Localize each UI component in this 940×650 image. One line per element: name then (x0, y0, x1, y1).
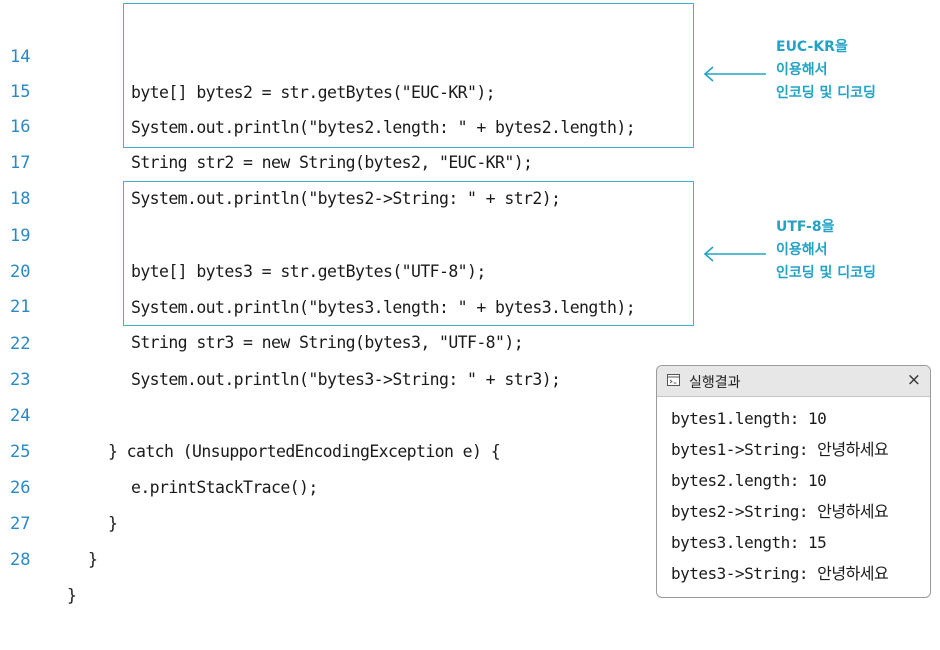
code-line: 25 e.printStackTrace(); (0, 398, 318, 497)
output-line: bytes1->String: 안녕하세요 (671, 440, 889, 459)
line-number: 15 (10, 82, 31, 102)
annotation-line: EUC-KR을 (776, 39, 848, 55)
code-text: System.out.println("bytes2.length: " + b… (131, 118, 636, 137)
output-line: bytes2.length: 10 (671, 471, 827, 490)
code-text: } catch (UnsupportedEncodingException e)… (108, 442, 501, 461)
line-number: 22 (10, 334, 31, 354)
utf-8-annotation: UTF-8을 이용해서 인코딩 및 디코딩 (776, 216, 876, 285)
line-number: 24 (10, 406, 31, 426)
code-text: System.out.println("bytes3->String: " + … (131, 370, 561, 389)
line-number: 27 (10, 514, 31, 534)
code-text: } (67, 586, 77, 605)
code-line: 22 System.out.println("bytes3->String: "… (0, 290, 561, 389)
line-number: 14 (10, 47, 31, 67)
output-line: bytes3->String: 안녕하세요 (671, 564, 889, 583)
output-line: bytes3.length: 15 (671, 533, 827, 552)
code-line: 27 } (0, 470, 98, 569)
code-line: 23 (0, 326, 41, 390)
line-number: 25 (10, 442, 31, 462)
line-number: 16 (10, 117, 31, 137)
utf-8-highlight-box (123, 181, 694, 326)
line-number: 18 (10, 189, 31, 209)
code-line: 28 } (0, 506, 77, 605)
code-line: 18 (0, 145, 41, 209)
line-number: 20 (10, 262, 31, 282)
close-icon[interactable]: × (906, 370, 921, 390)
annotation-line: 인코딩 및 디코딩 (776, 85, 876, 101)
code-line: 14 byte[] bytes2 = str.getBytes("EUC-KR"… (0, 3, 496, 102)
line-number: 21 (10, 297, 31, 317)
arrow-left-icon (703, 246, 766, 262)
line-number: 28 (10, 550, 31, 570)
euc-kr-annotation: EUC-KR을 이용해서 인코딩 및 디코딩 (776, 36, 876, 105)
code-line: 15 System.out.println("bytes2.length: " … (0, 38, 636, 137)
line-number: 26 (10, 478, 31, 498)
code-line: 24 } catch (UnsupportedEncodingException… (0, 362, 501, 461)
annotation-line: 이용해서 (776, 242, 828, 258)
arrow-left-icon (703, 66, 766, 82)
code-line: 16 String str2 = new String(bytes2, "EUC… (0, 73, 533, 172)
result-window-titlebar: 실행결과 × (657, 366, 930, 397)
window-icon (667, 374, 680, 386)
code-line: 26 } (0, 434, 118, 533)
code-text: e.printStackTrace(); (131, 478, 318, 497)
annotation-line: 인코딩 및 디코딩 (776, 265, 876, 281)
code-text: byte[] bytes3 = str.getBytes("UTF-8"); (131, 262, 486, 281)
code-text: System.out.println("bytes2->String: " + … (131, 189, 561, 208)
code-text: String str2 = new String(bytes2, "EUC-KR… (131, 153, 533, 172)
code-line: 20 System.out.println("bytes3.length: " … (0, 218, 636, 317)
line-number: 19 (10, 226, 31, 246)
code-text: String str3 = new String(bytes3, "UTF-8"… (131, 333, 524, 352)
code-text: } (88, 550, 98, 569)
code-line: 19 byte[] bytes3 = str.getBytes("UTF-8")… (0, 182, 486, 281)
output-line: bytes1.length: 10 (671, 409, 827, 428)
result-window-title: 실행결과 (689, 375, 741, 391)
code-text: System.out.println("bytes3.length: " + b… (131, 298, 636, 317)
code-text: byte[] bytes2 = str.getBytes("EUC-KR"); (131, 83, 496, 102)
line-number: 23 (10, 370, 31, 390)
code-text: } (108, 514, 118, 533)
code-line: 17 System.out.println("bytes2->String: "… (0, 109, 561, 208)
result-window: 실행결과 × bytes1.length: 10 bytes1->String:… (656, 365, 931, 598)
line-number: 17 (10, 153, 31, 173)
result-output: bytes1.length: 10 bytes1->String: 안녕하세요 … (657, 397, 930, 589)
output-line: bytes2->String: 안녕하세요 (671, 502, 889, 521)
code-line: 21 String str3 = new String(bytes3, "UTF… (0, 253, 524, 352)
annotation-line: 이용해서 (776, 62, 828, 78)
annotation-line: UTF-8을 (776, 219, 835, 235)
euc-kr-highlight-box (123, 3, 694, 148)
